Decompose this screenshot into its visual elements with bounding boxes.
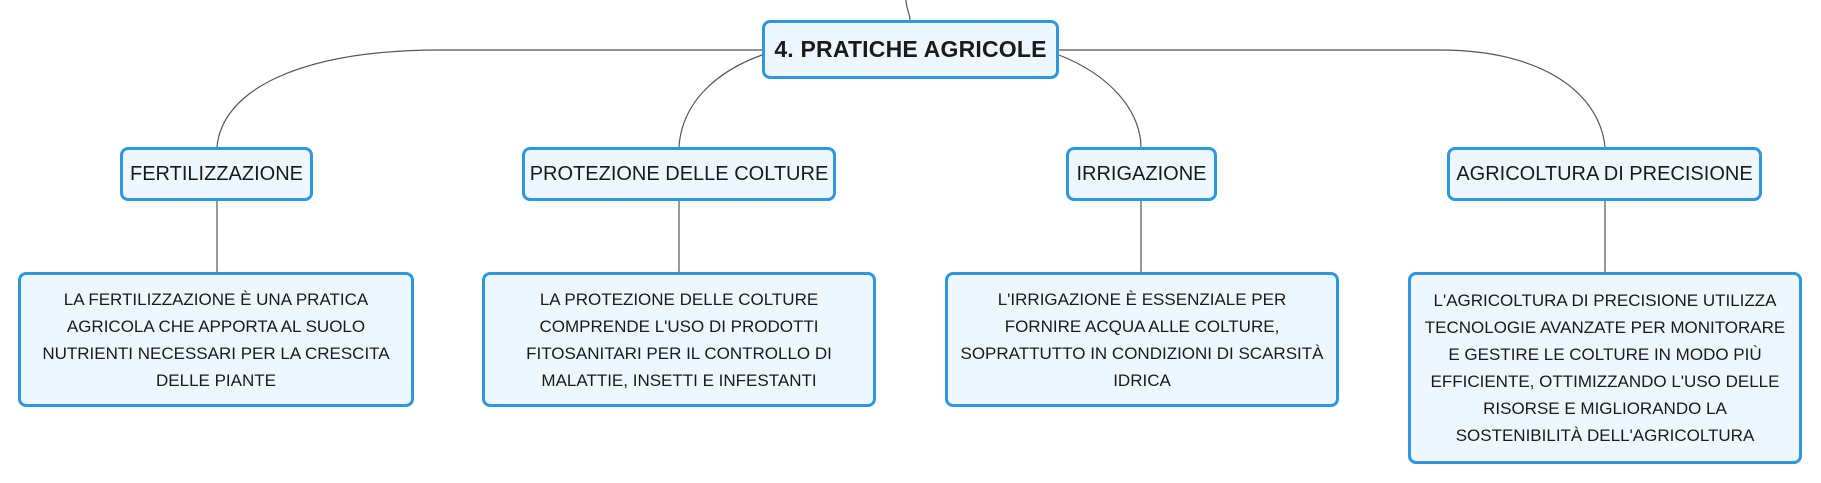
branch-irrigazione[interactable]: IRRIGAZIONE [1066, 147, 1217, 201]
branch-label: PROTEZIONE DELLE COLTURE [529, 162, 829, 185]
description-text: L'AGRICOLTURA DI PRECISIONE UTILIZZA TEC… [1424, 291, 1786, 445]
connector-root-fertilizzazione [216, 49, 762, 148]
description-text: LA PROTEZIONE DELLE COLTURE COMPRENDE L'… [526, 289, 832, 390]
description-agricoltura-di-precisione[interactable]: L'AGRICOLTURA DI PRECISIONE UTILIZZA TEC… [1408, 272, 1802, 464]
parent-connector [905, 0, 911, 21]
root-topic-label: 4. PRATICHE AGRICOLE [774, 36, 1047, 62]
branch-fertilizzazione[interactable]: FERTILIZZAZIONE [120, 147, 313, 201]
branch-protezione-delle-colture[interactable]: PROTEZIONE DELLE COLTURE [522, 147, 836, 201]
root-topic[interactable]: 4. PRATICHE AGRICOLE [762, 20, 1059, 79]
connector-root-agricoltura [1059, 49, 1606, 148]
branch-agricoltura-di-precisione[interactable]: AGRICOLTURA DI PRECISIONE [1447, 147, 1762, 201]
description-irrigazione[interactable]: L'IRRIGAZIONE È ESSENZIALE PER FORNIRE A… [945, 272, 1339, 407]
description-fertilizzazione[interactable]: LA FERTILIZZAZIONE È UNA PRATICA AGRICOL… [18, 272, 414, 407]
description-text: L'IRRIGAZIONE È ESSENZIALE PER FORNIRE A… [960, 289, 1324, 390]
connector-root-irrigazione [1058, 54, 1142, 148]
connector-root-protezione [678, 54, 763, 148]
branch-label: FERTILIZZAZIONE [130, 162, 303, 185]
branch-label: IRRIGAZIONE [1076, 162, 1207, 185]
description-text: LA FERTILIZZAZIONE È UNA PRATICA AGRICOL… [42, 289, 390, 390]
branch-label: AGRICOLTURA DI PRECISIONE [1456, 162, 1753, 185]
description-protezione-delle-colture[interactable]: LA PROTEZIONE DELLE COLTURE COMPRENDE L'… [482, 272, 876, 407]
